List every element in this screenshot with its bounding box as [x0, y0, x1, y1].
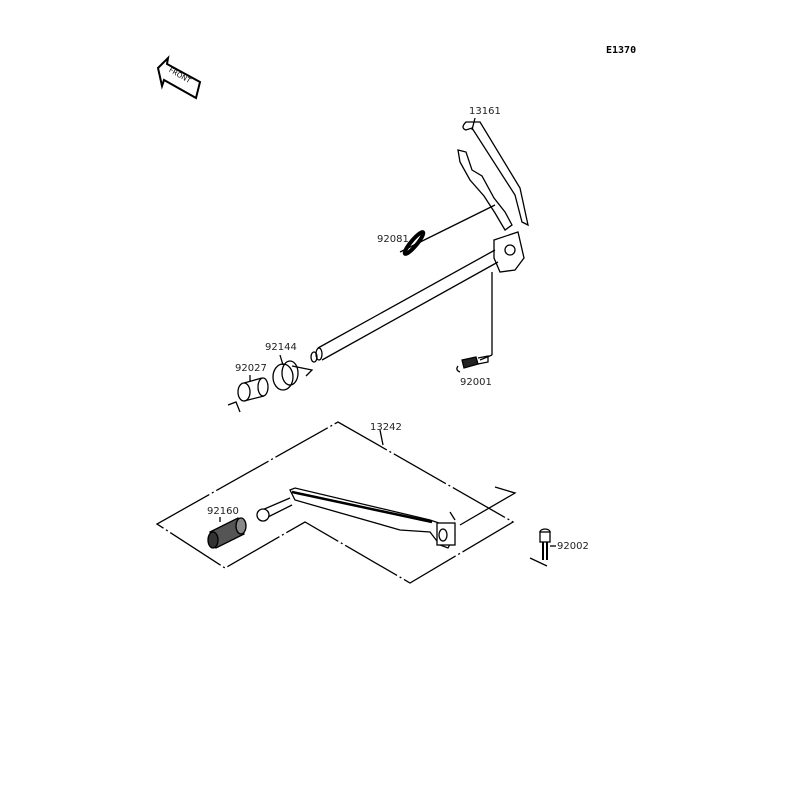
part-label-92002[interactable]: 92002 — [557, 541, 589, 552]
part-label-92144[interactable]: 92144 — [265, 342, 297, 353]
assembly-outline — [155, 421, 515, 584]
diagram-code: E1370 — [606, 45, 637, 56]
o-ring-92081 — [402, 230, 426, 256]
pedal-rubber-92160 — [207, 517, 247, 549]
bolt-92002 — [529, 528, 556, 567]
collar-92027 — [227, 377, 269, 413]
spring-92144 — [272, 360, 314, 391]
shift-pedal-13242 — [256, 487, 456, 549]
shift-fork-13161 — [457, 121, 529, 273]
bolt-92001 — [456, 355, 489, 373]
part-label-92081[interactable]: 92081 — [377, 234, 409, 245]
part-label-92001[interactable]: 92001 — [460, 377, 492, 388]
part-label-13242[interactable]: 13242 — [370, 422, 402, 433]
part-label-13161[interactable]: 13161 — [469, 106, 501, 117]
part-label-92027[interactable]: 92027 — [235, 363, 267, 374]
front-arrow-icon: FRONT — [156, 55, 202, 100]
shift-shaft — [310, 249, 499, 363]
part-label-92160[interactable]: 92160 — [207, 506, 239, 517]
